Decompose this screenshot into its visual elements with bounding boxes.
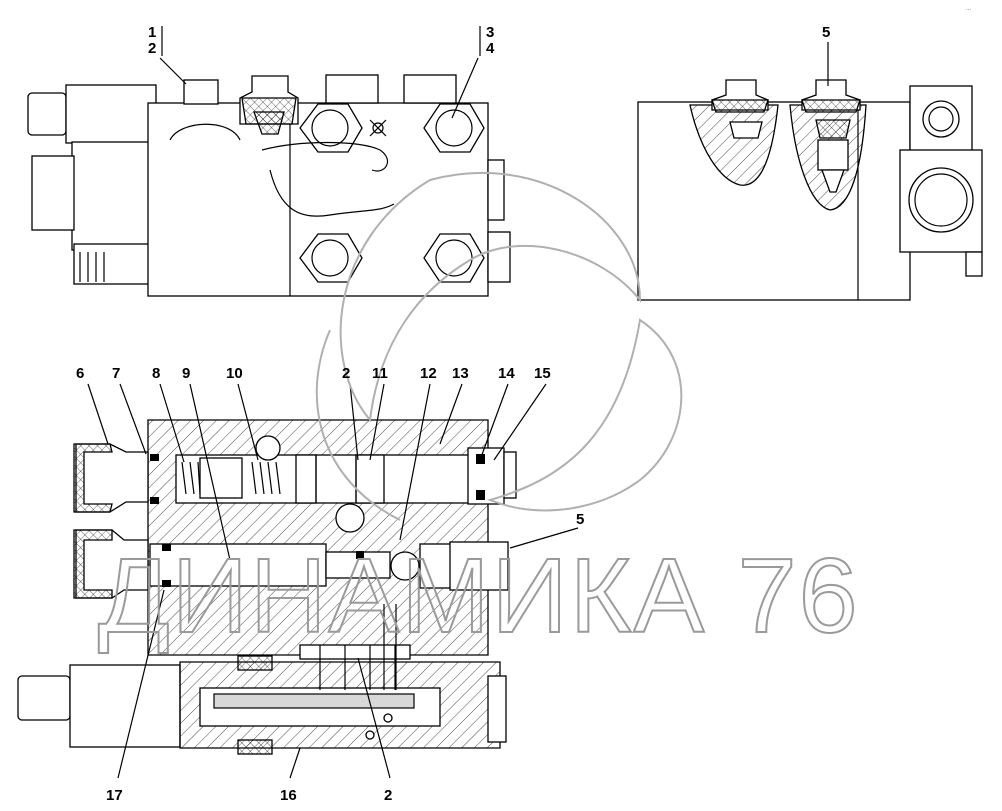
- callout-2-mid: 2: [342, 365, 350, 382]
- callout-5-top: 5: [822, 24, 830, 41]
- leader-lines: [87, 26, 829, 779]
- callout-labels: 1 2 3 4 5 6 7 8 9 10 2 11 12 13 14 15 5 …: [76, 6, 971, 804]
- callout-12: 12: [420, 365, 437, 382]
- callout-5-mid: 5: [576, 511, 584, 528]
- callout-11: 11: [372, 365, 388, 382]
- callout-16: 16: [280, 787, 297, 804]
- top-left-view: [27, 74, 511, 297]
- section-view: [17, 419, 517, 755]
- top-right-view: [637, 79, 983, 301]
- callout-7: 7: [112, 365, 120, 382]
- callout-1: 1: [148, 24, 156, 41]
- callout-9: 9: [182, 365, 190, 382]
- callout-17: 17: [106, 787, 123, 804]
- callout-2: 2: [148, 40, 156, 57]
- callout-2-bottom: 2: [384, 787, 392, 804]
- callout-15: 15: [534, 365, 551, 382]
- callout-3: 3: [486, 24, 494, 41]
- callout-6: 6: [76, 365, 84, 382]
- callout-14: 14: [498, 365, 515, 382]
- callout-4: 4: [486, 40, 495, 57]
- callout-10: 10: [226, 365, 243, 382]
- watermark: ДИНАМИКА 76: [97, 171, 860, 656]
- corner-mark: ...: [966, 6, 971, 12]
- watermark-text: ДИНАМИКА 76: [98, 537, 860, 655]
- callout-13: 13: [452, 365, 469, 382]
- callout-8: 8: [152, 365, 160, 382]
